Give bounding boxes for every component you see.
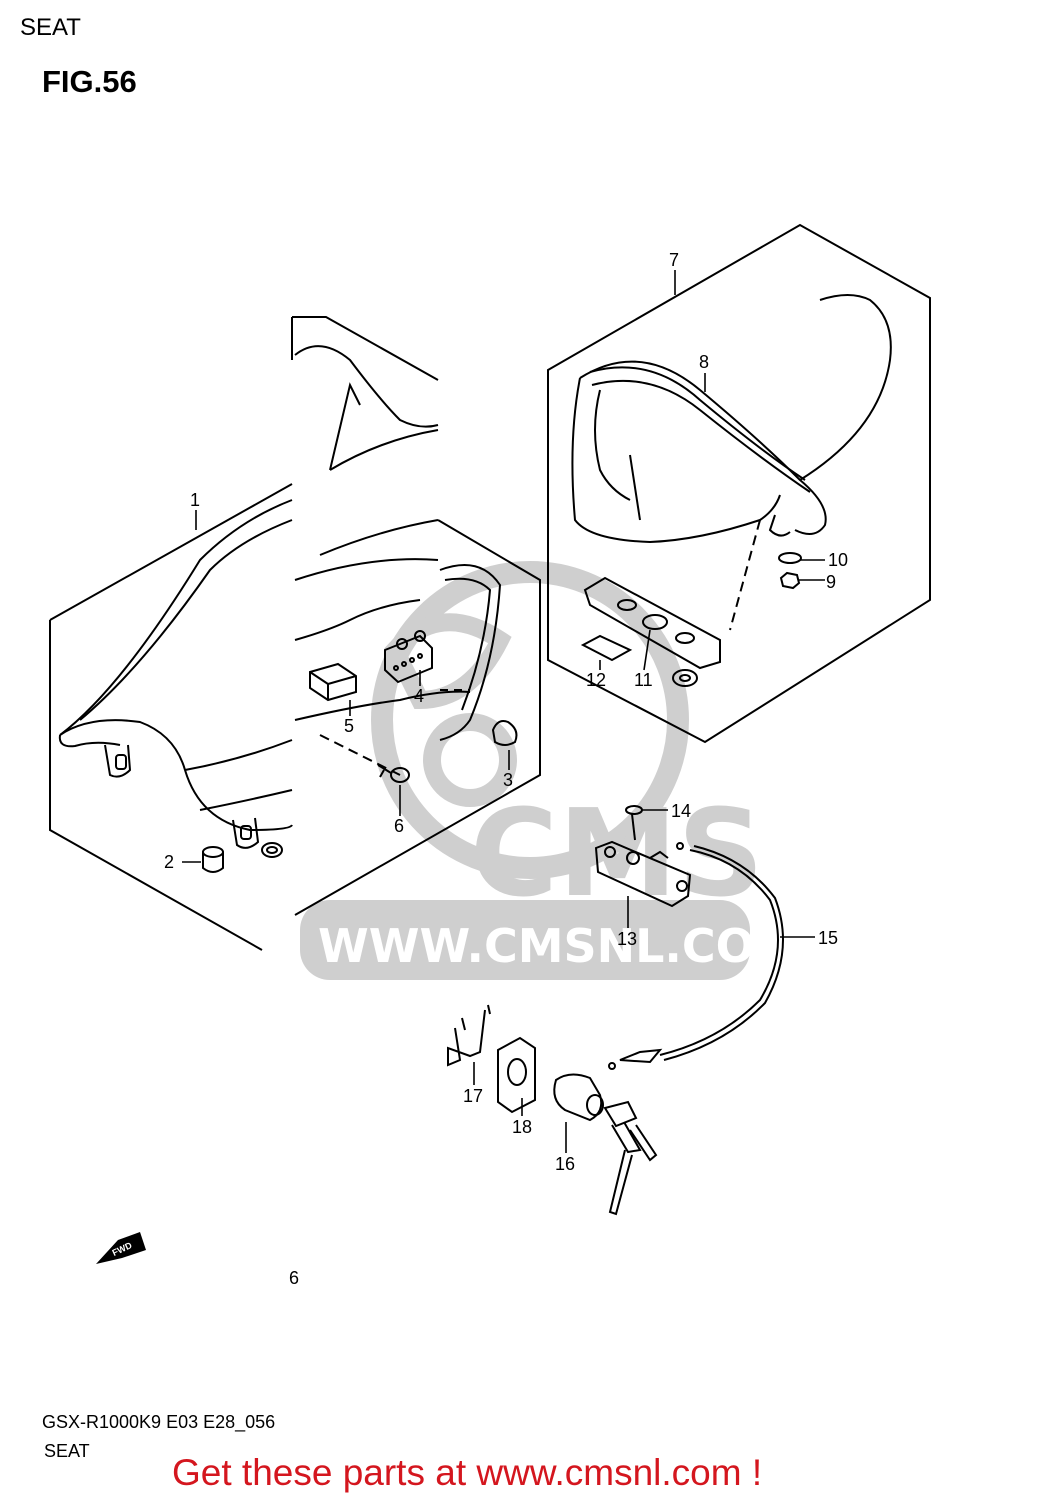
callout-13: 13 [617,929,637,949]
watermark-brand: CMS [470,785,764,924]
rear-seat-assembly [547,223,931,744]
part-5-pad [309,662,357,702]
callout-15: 15 [818,928,838,948]
page-header-title: SEAT [20,14,81,41]
callout-4: 4 [414,686,424,706]
callout-11: 11 [634,670,653,690]
callout-14: 14 [671,801,691,821]
callout-9: 9 [826,572,836,592]
model-code: GSX-R1000K9 E03 E28_056 [42,1412,276,1432]
part-3-cushion [491,720,518,746]
cms-watermark: CMS WWW.CMSNL.COM [300,561,801,980]
callout-18: 18 [512,1117,532,1137]
part-4-damper [384,630,433,684]
callout-6: 6 [394,816,404,836]
part-6-bolt [377,764,410,783]
front-seat-assembly [49,316,541,951]
callout-2: 2 [164,852,174,872]
callout-16: 16 [555,1154,575,1174]
cta-link[interactable]: Get these parts at www.cmsnl.com ! [172,1452,763,1493]
figure-title: FIG.56 [42,64,137,99]
callout-10: 10 [828,550,848,570]
latch-assembly [447,805,784,1216]
fwd-arrow-icon: FWD [96,1232,146,1264]
bracket-grommet [261,842,283,858]
callout-5: 5 [344,716,354,736]
callout-3: 3 [503,770,513,790]
callout-17: 17 [463,1086,483,1106]
callout-7: 7 [669,250,679,270]
callout-8: 8 [699,352,709,372]
callout-labels: 1 2 3 4 5 6 7 8 9 10 11 12 13 14 15 16 1… [164,250,848,1174]
watermark-url: WWW.CMSNL.COM [318,919,801,973]
leader-lines [182,270,825,1153]
footer-section-title: SEAT [44,1441,90,1461]
callout-1: 1 [190,490,200,510]
part-2-cushion [202,846,224,873]
stray-label-6: 6 [289,1268,300,1288]
callout-12: 12 [586,670,606,690]
